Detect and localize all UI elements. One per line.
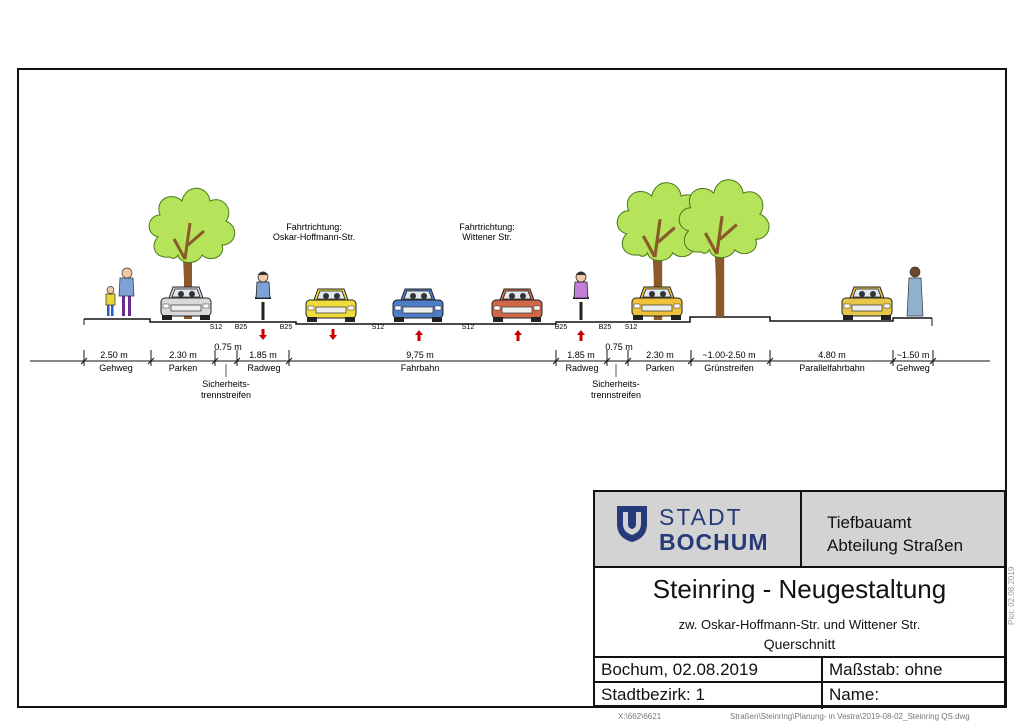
drawing-view: Querschnitt xyxy=(763,636,836,652)
plot-date: Plot: 02.08.2019 xyxy=(1007,566,1016,625)
divider xyxy=(595,681,1004,683)
divider xyxy=(821,656,823,709)
car-yellow-lane xyxy=(305,288,357,323)
title-block: STADT BOCHUM Tiefbauamt Abteilung Straße… xyxy=(593,490,1006,709)
direction-right-line2: Wittener Str. xyxy=(462,232,512,242)
segment-name: Fahrbahn xyxy=(401,363,440,373)
arrow-down-icon xyxy=(329,329,337,340)
department-cell: Tiefbauamt Abteilung Straßen xyxy=(802,492,1004,568)
marking-label: S12 xyxy=(462,324,475,331)
car-parked-left xyxy=(160,286,212,321)
direction-left-line1: Fahrtrichtung: xyxy=(286,222,342,232)
segment-name: Grünstreifen xyxy=(704,363,754,373)
segment-width: 9,75 m xyxy=(406,350,434,360)
car-red-lane xyxy=(491,288,543,323)
car-blue-lane xyxy=(392,288,444,323)
marking-label: B25 xyxy=(555,324,568,331)
segment-width: 2.50 m xyxy=(100,350,128,360)
marking-label: S12 xyxy=(625,324,638,331)
car-parked-right xyxy=(631,286,683,321)
district: Stadtbezirk: 1 xyxy=(601,685,705,704)
file-path-part1: X:\662\6621 xyxy=(618,712,662,721)
segment-width: 0.75 m xyxy=(214,342,242,352)
drawing-title: Steinring - Neugestaltung xyxy=(652,574,947,604)
file-path-part2: Straßen\Steinring\Planung- in Vestra\201… xyxy=(730,712,970,721)
logo-cell: STADT BOCHUM xyxy=(595,492,802,568)
marking-label: S12 xyxy=(372,324,385,331)
arrow-up-icon xyxy=(577,330,585,341)
place-date: Bochum, 02.08.2019 xyxy=(601,660,758,679)
segment-width: 2.30 m xyxy=(646,350,674,360)
segment-name: trennstreifen xyxy=(591,390,641,400)
segment-width: 2.30 m xyxy=(169,350,197,360)
name-field: Name: xyxy=(829,685,880,704)
arrow-down-icon xyxy=(259,329,267,340)
logo-line1: STADT xyxy=(659,504,743,530)
segment-name: Sicherheits- xyxy=(202,379,250,389)
cyclist-left xyxy=(254,270,272,321)
segment-width: 0.75 m xyxy=(605,342,633,352)
segment-name: Radweg xyxy=(565,363,598,373)
segment-name: Gehweg xyxy=(99,363,133,373)
marking-label: B25 xyxy=(235,324,248,331)
segment-name: Gehweg xyxy=(896,363,930,373)
segment-width: ~1.50 m xyxy=(897,350,930,360)
direction-left-line2: Oskar-Hoffmann-Str. xyxy=(273,232,355,242)
scale: Maßstab: ohne xyxy=(829,660,943,679)
dimension-line xyxy=(30,350,990,366)
arrow-up-icon xyxy=(415,330,423,341)
segment-name: Parken xyxy=(169,363,198,373)
divider xyxy=(595,656,1004,658)
pedestrian-adult-left xyxy=(118,267,135,316)
marking-label: S12 xyxy=(210,324,223,331)
department-line1: Tiefbauamt xyxy=(827,513,912,532)
department-line2: Abteilung Straßen xyxy=(827,536,964,555)
tree-right-2 xyxy=(679,180,769,317)
logo-line2: BOCHUM xyxy=(659,529,769,555)
pedestrian-right xyxy=(906,266,924,317)
car-parallel-road xyxy=(841,286,893,321)
dimension-ticks xyxy=(80,357,937,365)
pedestrian-child-left xyxy=(105,286,116,316)
segment-width: ~1.00-2.50 m xyxy=(702,350,755,360)
segment-name: Parken xyxy=(646,363,675,373)
segment-width: 1.85 m xyxy=(567,350,595,360)
segment-name: Radweg xyxy=(247,363,280,373)
direction-right-line1: Fahrtrichtung: xyxy=(459,222,515,232)
segment-name: Sicherheits- xyxy=(592,379,640,389)
city-logo-icon xyxy=(617,506,647,542)
cyclist-right xyxy=(572,270,590,321)
segment-width: 1.85 m xyxy=(249,350,277,360)
marking-label: B25 xyxy=(280,324,293,331)
arrow-up-icon xyxy=(514,330,522,341)
segment-name: Parallelfahrbahn xyxy=(799,363,865,373)
segment-name: trennstreifen xyxy=(201,390,251,400)
drawing-subtitle: zw. Oskar-Hoffmann-Str. und Wittener Str… xyxy=(678,617,921,632)
marking-label: B25 xyxy=(599,324,612,331)
segment-width: 4.80 m xyxy=(818,350,846,360)
street-profile xyxy=(84,316,932,325)
drawing-frame xyxy=(17,68,1007,708)
city-logo-text: STADT BOCHUM xyxy=(659,506,769,554)
